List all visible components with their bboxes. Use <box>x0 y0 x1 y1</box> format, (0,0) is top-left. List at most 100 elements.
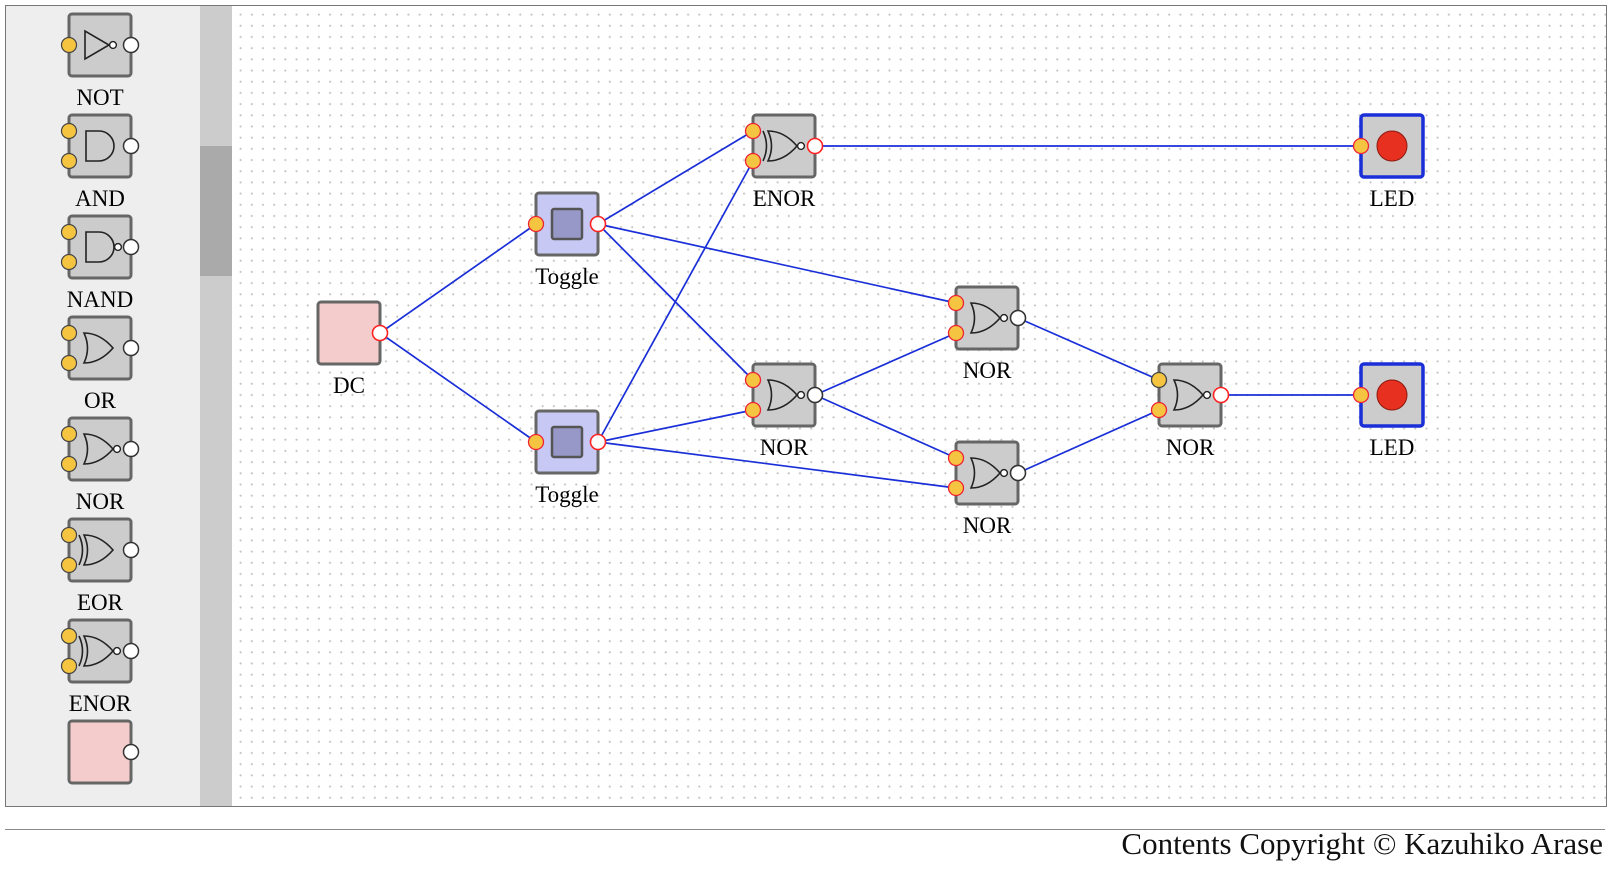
output-pin <box>122 440 140 458</box>
toolbox-scrollbar-thumb[interactable] <box>200 146 232 276</box>
input-pin <box>527 433 545 451</box>
input-pin <box>60 526 78 544</box>
component-toggle1[interactable] <box>527 191 607 257</box>
wire[interactable] <box>379 223 537 334</box>
inversion-bubble <box>999 468 1009 478</box>
output-pin <box>1212 386 1230 404</box>
gate-body <box>67 719 133 785</box>
toolbox-item-label: NOT <box>76 85 123 110</box>
wires <box>379 130 1361 489</box>
wire[interactable] <box>1017 317 1160 381</box>
gate-body <box>67 618 133 684</box>
output-pin <box>371 324 389 342</box>
toolbox-item-label: OR <box>84 388 117 413</box>
toolbox-item-label: AND <box>75 186 125 211</box>
input-pin <box>744 152 762 170</box>
input-pin <box>60 152 78 170</box>
toggle-switch-knob[interactable] <box>550 425 584 459</box>
component-dc[interactable] <box>316 300 389 366</box>
wire[interactable] <box>379 332 537 443</box>
toolbox-item-label: EOR <box>77 590 124 615</box>
inversion-bubble <box>999 313 1009 323</box>
input-pin <box>60 455 78 473</box>
input-pin <box>1352 386 1370 404</box>
wire[interactable] <box>597 130 754 225</box>
gate-body <box>67 315 133 381</box>
output-pin <box>1009 464 1027 482</box>
input-pin <box>527 215 545 233</box>
input-pin <box>947 324 965 342</box>
input-pin <box>60 324 78 342</box>
inversion-bubble <box>113 242 123 252</box>
output-pin <box>122 238 140 256</box>
output-pin <box>122 743 140 761</box>
toolbox-item-nor[interactable] <box>60 416 140 482</box>
input-pin <box>947 479 965 497</box>
gate-body <box>67 12 133 78</box>
toolbox-item-and[interactable] <box>60 113 140 179</box>
output-pin <box>122 541 140 559</box>
toggle-switch-knob[interactable] <box>550 207 584 241</box>
component-label-toggle1: Toggle <box>535 264 599 289</box>
input-pin <box>744 122 762 140</box>
wire[interactable] <box>597 223 957 304</box>
input-pin <box>1150 371 1168 389</box>
output-pin <box>122 339 140 357</box>
wire[interactable] <box>814 394 957 459</box>
led-light <box>1376 130 1408 162</box>
toolbox-item-label: NOR <box>76 489 125 514</box>
component-led2[interactable] <box>1352 362 1425 428</box>
component-nor1[interactable] <box>744 362 824 428</box>
input-pin <box>60 627 78 645</box>
component-nor4[interactable] <box>1150 362 1230 428</box>
toolbox-item-eor[interactable] <box>60 517 140 583</box>
component-enor1[interactable] <box>744 113 824 179</box>
output-pin <box>1009 309 1027 327</box>
gate-body <box>1157 362 1223 428</box>
component-toggle2[interactable] <box>527 409 607 475</box>
toolbox-item-label: NAND <box>67 287 133 312</box>
component-label-nor1: NOR <box>760 435 809 460</box>
input-pin <box>744 371 762 389</box>
component-label-dc: DC <box>333 373 365 398</box>
input-pin <box>60 354 78 372</box>
input-pin <box>1352 137 1370 155</box>
component-label-nor2: NOR <box>963 358 1012 383</box>
inversion-bubble <box>796 390 806 400</box>
led-light <box>1376 379 1408 411</box>
input-pin <box>1150 401 1168 419</box>
toolbox-scrollbar[interactable] <box>200 6 232 806</box>
toolbox-item-label: ENOR <box>69 691 132 716</box>
input-pin <box>947 294 965 312</box>
gate-body <box>751 113 817 179</box>
toolbox-item-or[interactable] <box>60 315 140 381</box>
input-pin <box>60 122 78 140</box>
toolbox-item-not[interactable] <box>60 12 140 78</box>
dc-source-body <box>316 300 382 366</box>
component-label-nor3: NOR <box>963 513 1012 538</box>
component-label-toggle2: Toggle <box>535 482 599 507</box>
wire[interactable] <box>597 409 754 443</box>
toolbox-item-nand[interactable] <box>60 214 140 280</box>
gate-body <box>67 416 133 482</box>
component-led1[interactable] <box>1352 113 1425 179</box>
toolbox-item-enor[interactable] <box>60 618 140 684</box>
toolbox-item-dc[interactable] <box>67 719 140 785</box>
wire[interactable] <box>1017 409 1160 474</box>
inversion-bubble <box>112 646 122 656</box>
footer-divider <box>5 829 1605 830</box>
input-pin <box>60 253 78 271</box>
component-nor2[interactable] <box>947 285 1027 351</box>
gate-body <box>67 113 133 179</box>
inversion-bubble <box>112 444 122 454</box>
wire[interactable] <box>597 160 754 443</box>
wire[interactable] <box>814 332 957 396</box>
component-nor3[interactable] <box>947 440 1027 506</box>
component-label-led1: LED <box>1370 186 1415 211</box>
wire[interactable] <box>597 441 957 489</box>
gate-body <box>67 517 133 583</box>
gate-body <box>751 362 817 428</box>
output-pin <box>122 137 140 155</box>
